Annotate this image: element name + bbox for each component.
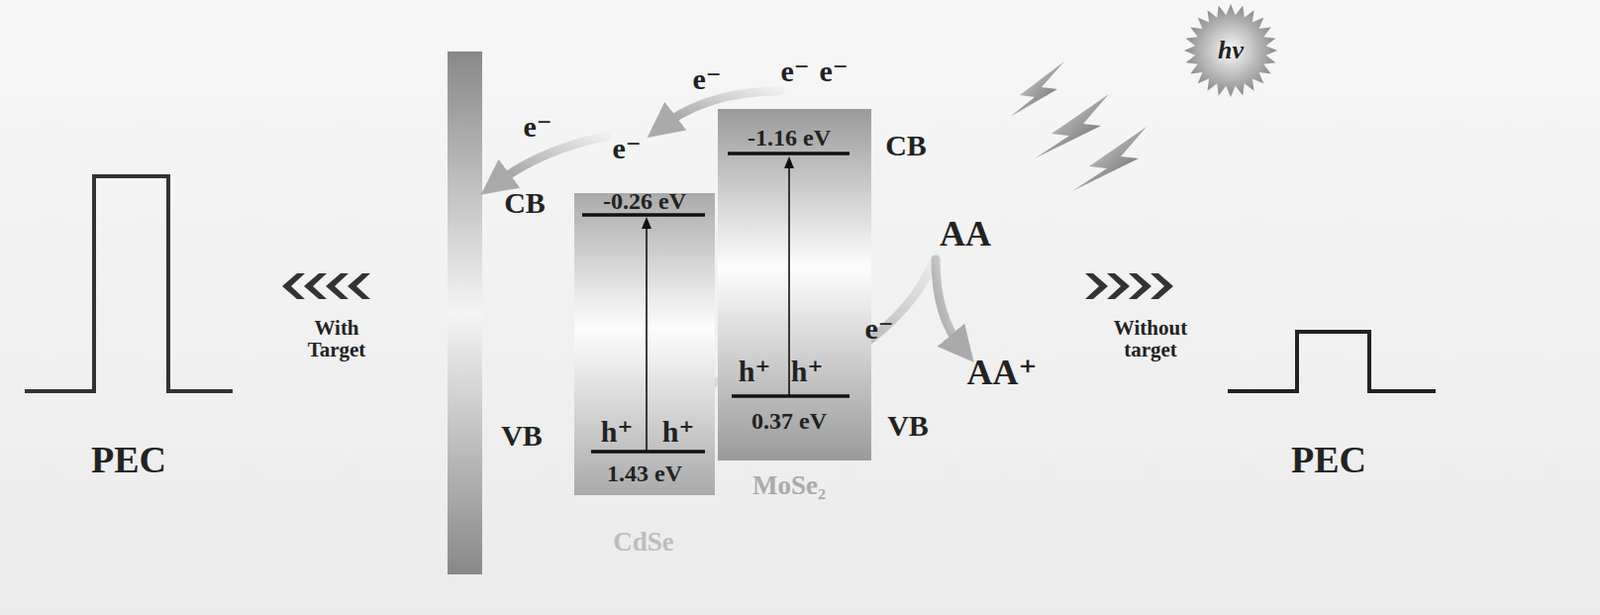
energy-level: -0.26 eV bbox=[602, 189, 687, 214]
condition-label: With Target bbox=[287, 316, 387, 361]
electron: e⁻ bbox=[611, 132, 641, 165]
energy-level: 1.43 eV bbox=[606, 461, 683, 487]
pec-pulse bbox=[1227, 331, 1436, 392]
light-bolts bbox=[1009, 61, 1147, 192]
material-name: MoSe₂ bbox=[752, 471, 826, 500]
band-levels bbox=[717, 108, 872, 461]
energy-level: 0.37 eV bbox=[751, 408, 827, 434]
donor-oxidized: AA⁺ bbox=[967, 354, 1038, 393]
electron: e⁻ bbox=[780, 55, 809, 88]
electron: e⁻ bbox=[692, 63, 721, 96]
hole: h⁺ bbox=[791, 355, 824, 388]
band-name: CB bbox=[503, 187, 546, 219]
photon-label: hν bbox=[1217, 36, 1244, 64]
band-levels bbox=[574, 193, 715, 496]
hole: h⁺ bbox=[600, 415, 634, 448]
condition-label: Without target bbox=[1096, 316, 1205, 361]
signal-label: PEC bbox=[1291, 440, 1367, 481]
band-box: -1.16 eV0.37 eVMoSe₂ bbox=[717, 108, 872, 461]
band-name: VB bbox=[887, 409, 929, 442]
electron: e⁻ bbox=[818, 55, 848, 88]
band-box: -0.26 eV1.43 eVCdSe bbox=[574, 193, 715, 496]
electron: e⁻ bbox=[864, 312, 894, 345]
energy-level: -1.16 eV bbox=[747, 125, 831, 151]
band-name: CB bbox=[885, 129, 927, 162]
band-name: VB bbox=[500, 419, 543, 452]
electrode bbox=[447, 51, 483, 575]
hole: h⁺ bbox=[738, 355, 772, 388]
donor: AA bbox=[939, 215, 992, 254]
electron: e⁻ bbox=[522, 110, 552, 143]
hole: h⁺ bbox=[662, 415, 696, 448]
signal-label: PEC bbox=[91, 440, 167, 481]
pec-pulse bbox=[24, 176, 233, 392]
material-name: CdSe bbox=[612, 527, 675, 556]
light-source: hν bbox=[1183, 2, 1279, 99]
